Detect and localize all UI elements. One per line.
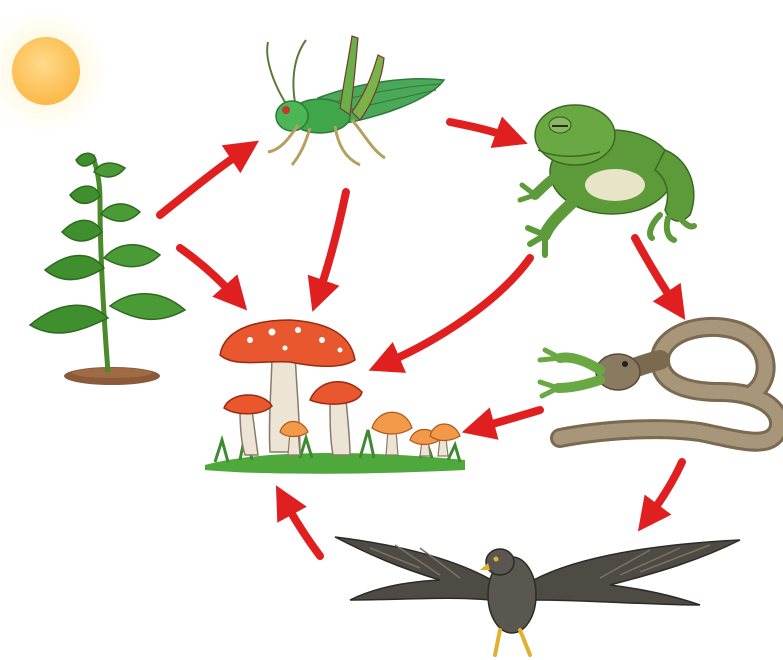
arrow-grasshopper-to-mushrooms [318,192,346,296]
arrow-grasshopper-to-frog [450,122,512,138]
hawk-icon [335,537,740,655]
arrow-plant-to-mushrooms [180,248,236,298]
grasshopper-icon [267,36,444,165]
arrow-snake-to-hawk [648,462,682,518]
sun-icon [0,9,108,133]
arrow-frog-to-mushrooms [384,258,530,364]
arrow-snake-to-mushrooms [478,410,540,428]
arrow-plant-to-grasshopper [160,150,245,215]
plant-icon [30,153,185,385]
arrow-frog-to-snake [635,238,676,306]
frog-icon [520,105,694,255]
arrow-hawk-to-mushrooms [284,500,320,556]
snake-eating-frog-icon [540,327,779,442]
